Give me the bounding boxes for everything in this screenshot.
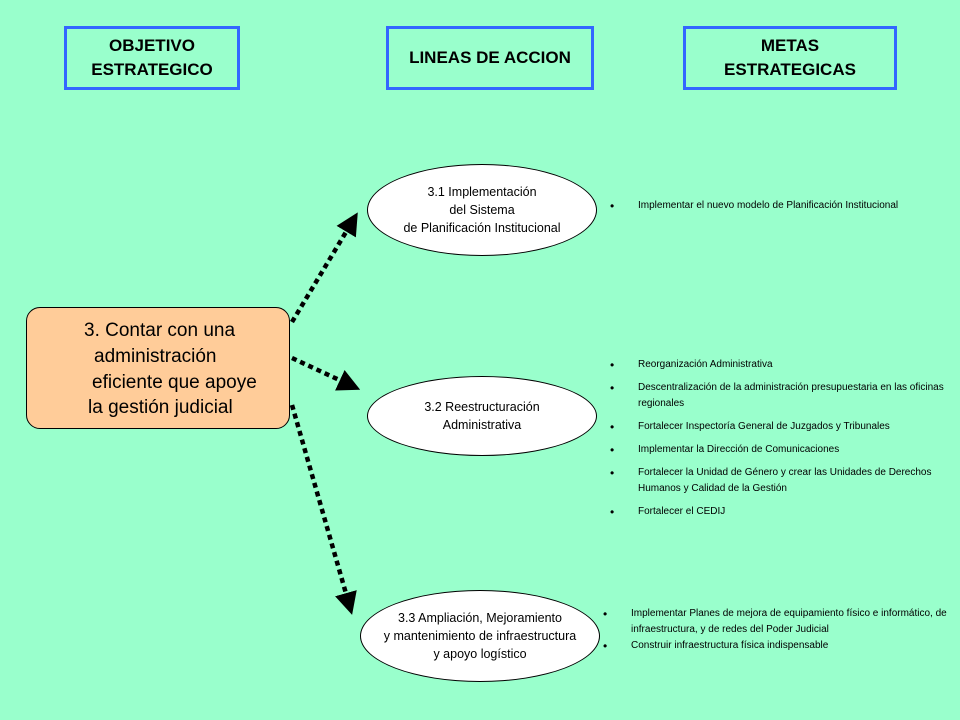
goal-item: Implementar la Dirección de Comunicacion… — [608, 442, 953, 458]
action-line-3-2-text-1: 3.2 Reestructuración — [424, 400, 540, 414]
header-lineas-de-accion: LINEAS DE ACCION — [386, 26, 594, 90]
objective-line-3: eficiente que apoye — [92, 372, 257, 393]
arrow-to-line-3 — [289, 404, 357, 615]
goals-list-3-2: Reorganización Administrativa Descentral… — [608, 357, 953, 527]
goal-item: Fortalecer el CEDIJ — [608, 504, 953, 520]
goal-item: Implementar el nuevo modelo de Planifica… — [608, 198, 908, 214]
objective-line-4: la gestión judicial — [88, 397, 233, 418]
goal-item: Descentralización de la administración p… — [608, 380, 953, 412]
action-line-3-3-text-1: 3.3 Ampliación, Mejoramiento — [398, 611, 562, 625]
objective-box: 3. Contar con una administración eficien… — [26, 307, 290, 429]
action-line-3-3-text-2: y mantenimiento de infraestructura — [383, 629, 577, 643]
action-line-3-2-text-2: Administrativa — [442, 418, 522, 432]
goals-list-3-1: Implementar el nuevo modelo de Planifica… — [608, 198, 908, 214]
action-line-3-1-text-2: del Sistema — [449, 203, 515, 217]
objective-line-2: administración — [94, 346, 217, 367]
goal-item: Fortalecer Inspectoría General de Juzgad… — [608, 419, 953, 435]
goals-list-3-3: Implementar Planes de mejora de equipami… — [601, 606, 951, 654]
action-line-3-1-text-1: 3.1 Implementación — [427, 185, 537, 199]
action-line-3-2: 3.2 Reestructuración Administrativa — [367, 376, 597, 456]
action-line-3-3-text-3: y apoyo logístico — [433, 647, 527, 661]
header-objetivo-estrategico: OBJETIVO ESTRATEGICO — [64, 26, 240, 90]
goal-item: Construir infraestructura física indispe… — [601, 638, 951, 654]
arrow-to-line-1 — [290, 212, 358, 324]
goal-item: Reorganización Administrativa — [608, 357, 953, 373]
goal-item: Fortalecer la Unidad de Género y crear l… — [608, 465, 953, 497]
action-line-3-1-text-3: de Planificación Institucional — [403, 221, 561, 235]
goal-item: Implementar Planes de mejora de equipami… — [601, 606, 951, 638]
header-metas-estrategicas: METAS ESTRATEGICAS — [683, 26, 897, 90]
action-line-3-1: 3.1 Implementación del Sistema de Planif… — [367, 164, 597, 256]
arrow-to-line-2 — [291, 355, 361, 391]
objective-line-1: 3. Contar con una — [84, 320, 236, 341]
action-line-3-3: 3.3 Ampliación, Mejoramiento y mantenimi… — [360, 590, 600, 682]
